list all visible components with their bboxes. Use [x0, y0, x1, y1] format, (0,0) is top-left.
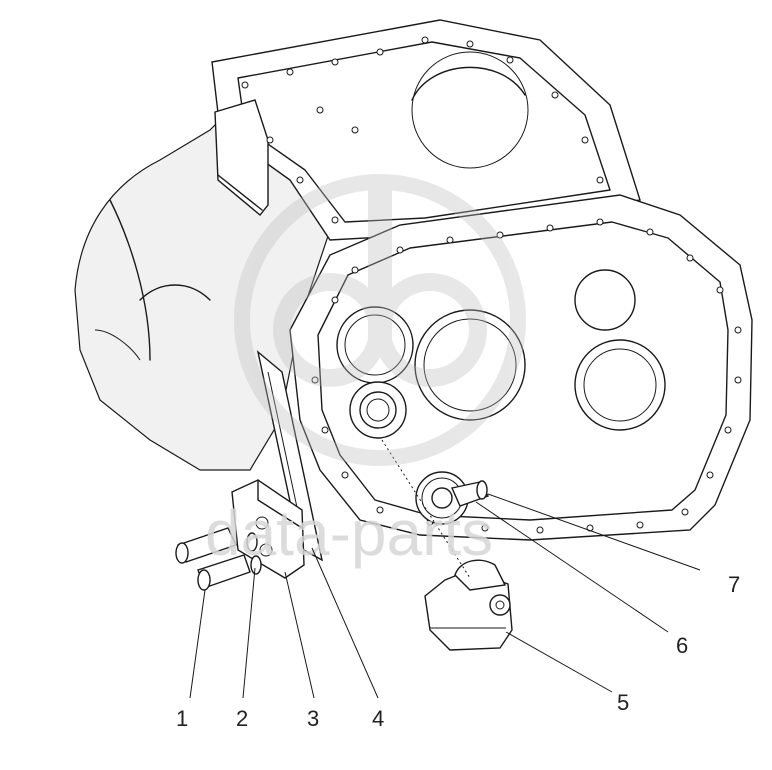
housing-top-frame	[211, 19, 641, 241]
part-5-pump-unit	[424, 559, 513, 651]
part-6-7-gear-shaft	[415, 471, 490, 525]
part-1-plugs	[175, 527, 251, 591]
callout-3: 3	[307, 706, 319, 731]
callout-5: 5	[617, 690, 629, 715]
callout-6: 6	[676, 633, 688, 658]
side-bracket	[214, 99, 269, 216]
part-3-mounting-block	[231, 479, 305, 579]
callout-7: 7	[728, 572, 740, 597]
db-logo-icon	[234, 174, 526, 466]
callout-2: 2	[236, 706, 248, 731]
watermark-text: data-parts	[205, 497, 493, 569]
assembly-axis-dotted	[381, 439, 471, 579]
housing-front-flange	[289, 194, 753, 541]
part-2-washers	[246, 532, 262, 575]
callout-1: 1	[176, 706, 188, 731]
leader-lines	[189, 493, 701, 699]
callout-4: 4	[372, 706, 384, 731]
